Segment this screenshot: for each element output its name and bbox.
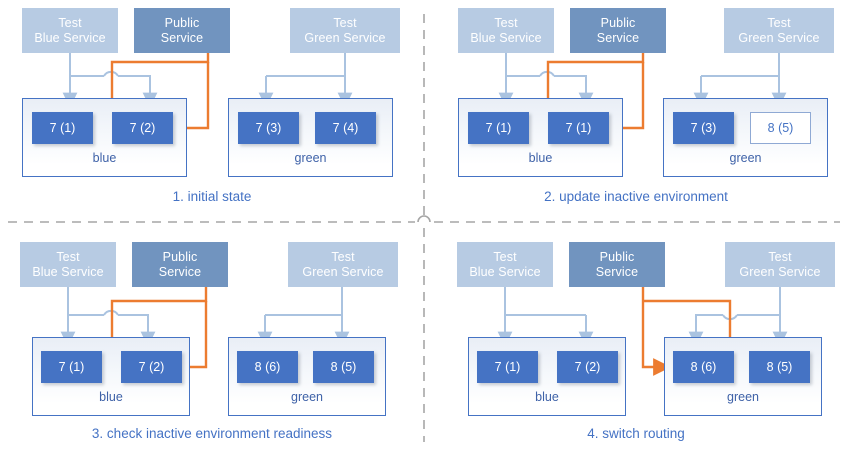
service-test-green[interactable]: Test Green Service bbox=[290, 8, 400, 53]
panel-3: Test Blue Service Public Service Test Gr… bbox=[0, 228, 424, 456]
version-box[interactable]: 7 (1) bbox=[548, 112, 609, 144]
version-box[interactable]: 7 (1) bbox=[468, 112, 529, 144]
wire-testblue-to-v2 bbox=[118, 314, 156, 347]
environment-label-green: green bbox=[729, 151, 762, 165]
environment-label-green: green bbox=[727, 390, 759, 404]
service-test-blue[interactable]: Test Blue Service bbox=[457, 242, 553, 287]
version-box[interactable]: 7 (2) bbox=[557, 351, 618, 383]
version-box[interactable]: 7 (2) bbox=[121, 351, 182, 383]
service-label-line1: Test bbox=[331, 250, 355, 264]
service-public[interactable]: Public Service bbox=[570, 8, 666, 53]
version-box[interactable]: 7 (3) bbox=[238, 112, 299, 144]
panel-caption: 2. update inactive environment bbox=[544, 189, 728, 204]
service-label-line2: Green Service bbox=[304, 30, 386, 45]
version-box[interactable]: 8 (6) bbox=[673, 351, 734, 383]
service-public[interactable]: Public Service bbox=[132, 242, 228, 287]
wire-testblue-to-v2 bbox=[554, 75, 594, 108]
divider-hop-arc bbox=[417, 215, 431, 223]
environment-label-blue: blue bbox=[528, 151, 553, 165]
service-label-line1: Test bbox=[768, 250, 792, 264]
environment-label-blue: blue bbox=[92, 151, 117, 165]
version-box[interactable]: 8 (5) bbox=[750, 112, 811, 144]
panel-2: Test Blue Service Public Service Test Gr… bbox=[424, 0, 848, 228]
service-test-green[interactable]: Test Green Service bbox=[724, 8, 834, 53]
panel-4-wires bbox=[497, 286, 788, 376]
version-box[interactable]: 7 (1) bbox=[477, 351, 538, 383]
service-label-line1: Public bbox=[599, 250, 635, 264]
service-test-blue[interactable]: Test Blue Service bbox=[22, 8, 118, 53]
version-box[interactable]: 7 (3) bbox=[673, 112, 734, 144]
version-box[interactable]: 8 (5) bbox=[749, 351, 810, 383]
panel-caption: 4. switch routing bbox=[587, 426, 685, 441]
service-label-line1: Test bbox=[767, 16, 791, 30]
panel-caption: 3. check inactive environment readiness bbox=[91, 426, 333, 441]
service-label-line1: Public bbox=[600, 16, 636, 30]
version-box[interactable]: 7 (1) bbox=[32, 112, 93, 144]
wire-testgreen-to-v3 bbox=[688, 314, 723, 347]
service-test-blue[interactable]: Test Blue Service bbox=[20, 242, 116, 287]
service-label-line2: Blue Service bbox=[32, 264, 104, 279]
service-label-line1: Public bbox=[164, 16, 200, 30]
environment-label-green: green bbox=[291, 390, 323, 404]
service-label-line2: Service bbox=[160, 30, 204, 45]
environment-label-blue: blue bbox=[535, 390, 559, 404]
service-label-line2: Service bbox=[595, 264, 639, 279]
service-test-green[interactable]: Test Green Service bbox=[725, 242, 835, 287]
service-public[interactable]: Public Service bbox=[569, 242, 665, 287]
version-box[interactable]: 7 (4) bbox=[315, 112, 376, 144]
service-label-line1: Test bbox=[56, 250, 80, 264]
service-public[interactable]: Public Service bbox=[134, 8, 230, 53]
wire-public-to-v6 bbox=[641, 286, 672, 376]
service-label-line1: Public bbox=[162, 250, 198, 264]
version-box[interactable]: 7 (2) bbox=[112, 112, 173, 144]
panel-4: Test Blue Service Public Service Test Gr… bbox=[424, 228, 848, 456]
service-test-green[interactable]: Test Green Service bbox=[288, 242, 398, 287]
service-label-line1: Test bbox=[58, 16, 82, 30]
service-label-line2: Green Service bbox=[738, 30, 820, 45]
service-label-line2: Green Service bbox=[302, 264, 384, 279]
service-label-line2: Green Service bbox=[739, 264, 821, 279]
service-test-blue[interactable]: Test Blue Service bbox=[458, 8, 554, 53]
panel-caption: 1. initial state bbox=[172, 189, 252, 204]
wire-testblue-to-v2 bbox=[118, 75, 158, 108]
service-label-line1: Test bbox=[493, 250, 517, 264]
panel-1: Test Blue Service Public Service Test Gr… bbox=[0, 0, 424, 228]
version-box[interactable]: 8 (6) bbox=[237, 351, 298, 383]
version-box[interactable]: 8 (5) bbox=[313, 351, 374, 383]
service-label-line1: Test bbox=[333, 16, 357, 30]
environment-label-blue: blue bbox=[99, 390, 123, 404]
service-label-line2: Blue Service bbox=[470, 30, 542, 45]
service-label-line2: Blue Service bbox=[34, 30, 106, 45]
service-label-line2: Service bbox=[596, 30, 640, 45]
service-label-line1: Test bbox=[494, 16, 518, 30]
environment-label-green: green bbox=[294, 151, 327, 165]
version-box[interactable]: 7 (1) bbox=[41, 351, 102, 383]
service-label-line2: Blue Service bbox=[469, 264, 541, 279]
service-label-line2: Service bbox=[158, 264, 202, 279]
